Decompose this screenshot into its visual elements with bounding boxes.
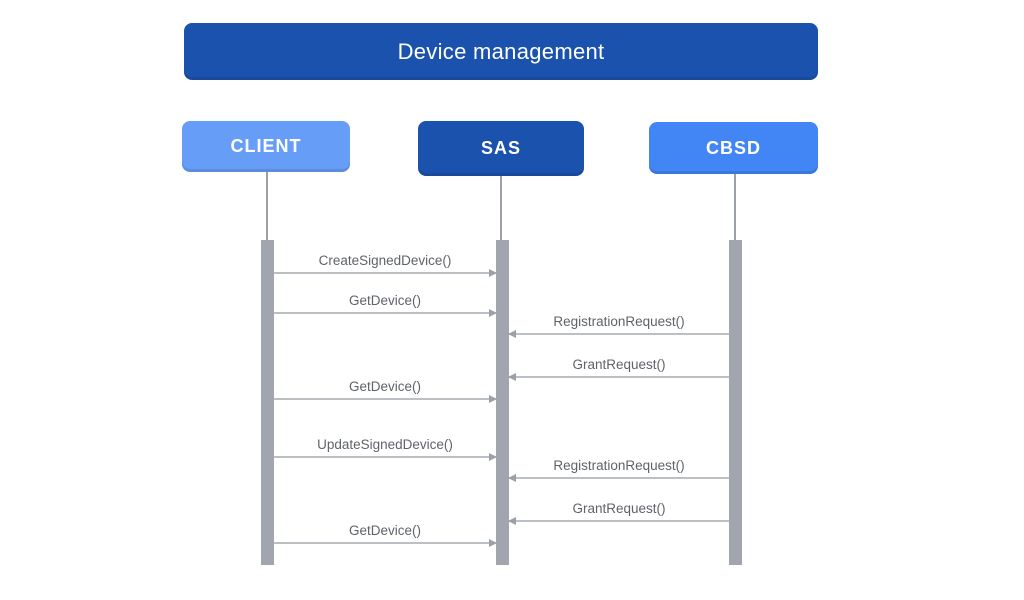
message-label: GetDevice() (348, 293, 421, 308)
message-get-device-2: GetDevice() (274, 370, 497, 403)
arrowhead-right-icon (489, 539, 497, 547)
activation-bar-cbsd (729, 240, 742, 565)
arrowhead-right-icon (489, 269, 497, 277)
message-arrow-line (508, 330, 729, 338)
message-get-device-3: GetDevice() (274, 514, 497, 547)
message-get-device-1: GetDevice() (274, 284, 497, 317)
actor-sas: SAS (418, 121, 584, 176)
message-update-signed-device: UpdateSignedDevice() (274, 428, 497, 461)
arrowhead-left-icon (508, 474, 516, 482)
message-arrow-line (508, 517, 729, 525)
message-arrow-line (274, 453, 497, 461)
lifeline-sas (500, 176, 502, 240)
diagram-title-label: Device management (397, 38, 605, 64)
message-registration-request-2: RegistrationRequest() (508, 449, 729, 482)
message-label: GetDevice() (348, 523, 421, 538)
arrowhead-left-icon (508, 330, 516, 338)
message-label: CreateSignedDevice() (318, 253, 452, 268)
arrowhead-right-icon (489, 395, 497, 403)
message-label: GrantRequest() (572, 357, 666, 372)
activation-bar-sas (496, 240, 509, 565)
arrowhead-right-icon (489, 453, 497, 461)
actor-client: CLIENT (182, 121, 350, 172)
message-arrow-line (274, 539, 497, 547)
arrowhead-left-icon (508, 373, 516, 381)
actor-sas-label: SAS (480, 138, 521, 158)
message-grant-request-2: GrantRequest() (508, 492, 729, 525)
message-arrow-line (274, 269, 497, 277)
lifeline-client (266, 172, 268, 240)
activation-bar-client (261, 240, 274, 565)
message-label: RegistrationRequest() (553, 314, 685, 329)
actor-client-label: CLIENT (230, 136, 302, 156)
message-arrow-line (274, 395, 497, 403)
diagram-title: Device management (184, 23, 818, 80)
actor-cbsd-label: CBSD (705, 137, 761, 158)
message-label: GetDevice() (348, 379, 421, 394)
arrowhead-right-icon (489, 309, 497, 317)
message-grant-request-1: GrantRequest() (508, 348, 729, 381)
message-label: UpdateSignedDevice() (317, 437, 453, 452)
message-label: RegistrationRequest() (553, 458, 685, 473)
arrowhead-left-icon (508, 517, 516, 525)
lifeline-cbsd (734, 174, 736, 240)
message-arrow-line (508, 373, 729, 381)
actor-cbsd: CBSD (649, 122, 818, 174)
message-arrow-line (508, 474, 729, 482)
message-registration-request-1: RegistrationRequest() (508, 305, 729, 338)
message-arrow-line (274, 309, 497, 317)
message-label: GrantRequest() (572, 501, 666, 516)
message-create-signed-device: CreateSignedDevice() (274, 244, 497, 277)
